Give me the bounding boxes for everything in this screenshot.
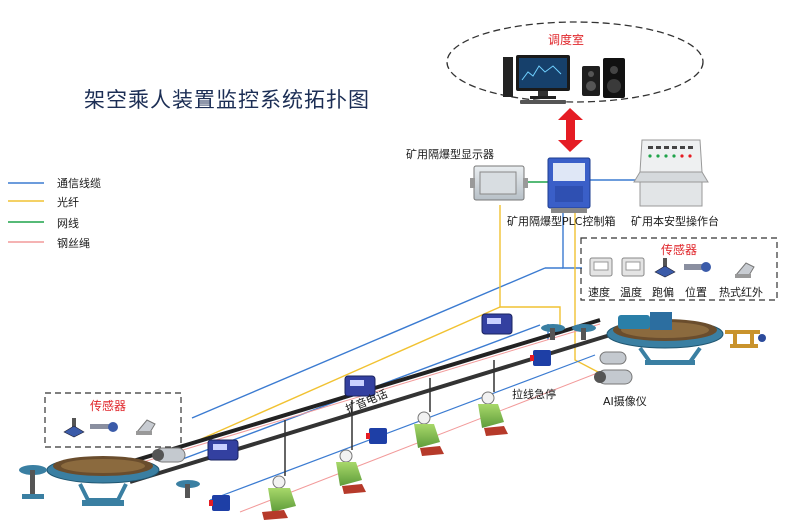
infrared-sensor-icon (735, 262, 755, 278)
legend (8, 182, 44, 243)
intrinsic-safety-console (633, 139, 709, 207)
emergency-stop-switch (209, 350, 551, 511)
plc-label: 矿用隔爆型PLC控制箱 (507, 215, 616, 228)
sensor-item-temperature: 温度 (620, 286, 642, 299)
legend-label-fiber: 光纤 (57, 196, 79, 209)
camera-label: AI摄像仪 (603, 395, 647, 408)
deviation-sensor-icon (654, 258, 676, 278)
legend-label-network: 网线 (57, 217, 79, 230)
bidirectional-arrow-icon (558, 108, 583, 152)
legend-label-comm-cable: 通信线缆 (57, 177, 101, 190)
speed-sensor-icon (589, 257, 613, 277)
deviation-sensor-icon (63, 418, 85, 438)
page-title: 架空乘人装置监控系统拓扑图 (84, 88, 370, 112)
position-sensor-icon (684, 262, 711, 272)
explosion-proof-display (470, 165, 528, 201)
sensor-item-deviation: 跑偏 (652, 286, 674, 299)
speaker-icon (582, 58, 625, 98)
return-wheel-left (19, 456, 200, 506)
plc-control-box (547, 157, 591, 213)
sensor-left-title: 传感器 (90, 399, 127, 413)
temperature-sensor-icon (621, 257, 645, 277)
legend-label-wire-rope: 钢丝绳 (57, 237, 90, 250)
infrared-sensor-icon (136, 419, 156, 435)
display-label: 矿用隔爆型显示器 (406, 148, 494, 161)
console-label: 矿用本安型操作台 (631, 215, 719, 228)
support-pulley (541, 324, 596, 340)
cables (109, 179, 660, 513)
monitor-icon (503, 55, 570, 104)
rider-icon (262, 360, 508, 520)
sensor-item-speed: 速度 (588, 286, 610, 299)
sensor-item-infrared: 热式红外 (719, 286, 763, 299)
sensor-box-left (44, 392, 182, 448)
sensor-right-title: 传感器 (661, 243, 698, 257)
extension-phone-icon (207, 313, 513, 461)
sensor-item-position: 位置 (685, 286, 707, 299)
control-room (446, 21, 704, 104)
control-room-label: 调度室 (548, 33, 585, 47)
camera-icon (152, 351, 633, 463)
sensor-box-right (580, 237, 778, 301)
position-sensor-icon (90, 422, 118, 432)
drive-wheel-right (606, 312, 766, 365)
estop-label: 拉线急停 (512, 388, 556, 401)
